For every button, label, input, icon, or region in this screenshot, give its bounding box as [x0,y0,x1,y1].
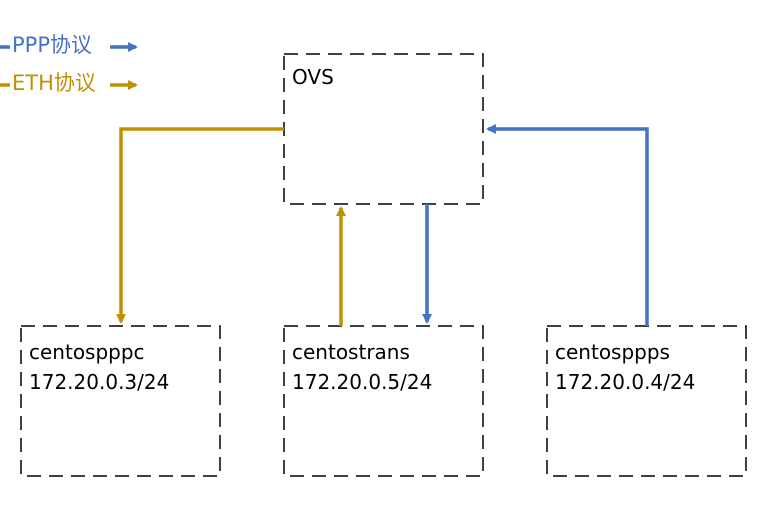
legend-eth-label: ETH协议 [12,71,96,95]
centospppc-name: centospppc [29,340,145,364]
ovs-name: OVS [292,65,334,89]
centosppps-name: centosppps [555,340,670,364]
centosppps-ip: 172.20.0.4/24 [555,370,696,394]
centostrans-name: centostrans [292,340,410,364]
centostrans-ip: 172.20.0.5/24 [292,370,433,394]
edge-ovs-to-centospppc [116,127,284,324]
edge-centosppps-to-ovs [486,124,649,326]
legend-ppp-label: PPP协议 [12,33,92,57]
centospppc-ip: 172.20.0.3/24 [29,370,170,394]
centospppc-box [20,325,221,477]
centostrans-box [283,325,484,477]
